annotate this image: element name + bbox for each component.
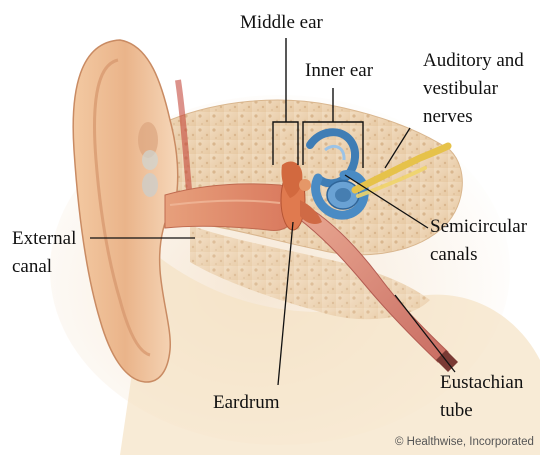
label-semicircular-line2: canals bbox=[430, 244, 477, 266]
label-middle-ear: Middle ear bbox=[240, 12, 323, 34]
label-external-line1: External bbox=[12, 228, 76, 250]
label-eardrum: Eardrum bbox=[213, 392, 279, 414]
external-canal bbox=[165, 184, 294, 231]
label-nerves-line2: vestibular bbox=[423, 78, 498, 100]
label-nerves-line3: nerves bbox=[423, 106, 473, 128]
label-semicircular-line1: Semicircular bbox=[430, 216, 527, 238]
label-nerves-line1: Auditory and bbox=[423, 50, 524, 72]
label-external-line2: canal bbox=[12, 256, 52, 278]
copyright-credit: © Healthwise, Incorporated bbox=[395, 436, 534, 448]
label-inner-ear: Inner ear bbox=[305, 60, 373, 82]
label-eustachian-line1: Eustachian bbox=[440, 372, 523, 394]
label-eustachian-line2: tube bbox=[440, 400, 473, 422]
